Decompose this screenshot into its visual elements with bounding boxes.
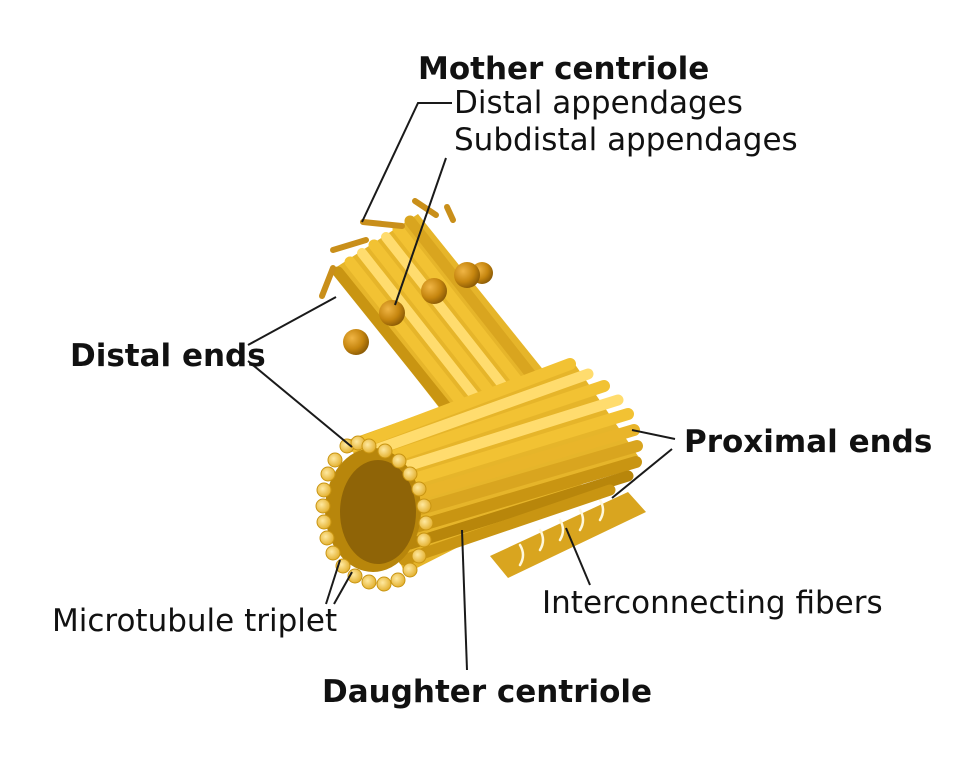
label-interconnecting-fibers: Interconnecting fibers: [542, 585, 883, 621]
label-microtubule-triplet: Microtubule triplet: [52, 603, 337, 639]
label-mother-centriole: Mother centriole: [418, 51, 709, 87]
leader-distal-ends-upper: [247, 296, 337, 346]
label-distal-ends: Distal ends: [70, 338, 266, 374]
leader-proximal-ends-upper: [631, 429, 676, 440]
label-proximal-ends: Proximal ends: [684, 424, 932, 460]
leader-distal-appendages: [361, 102, 452, 223]
daughter-centriole: [315, 358, 643, 592]
label-daughter-centriole: Daughter centriole: [322, 674, 652, 710]
subdistal-appendages: [343, 262, 493, 355]
label-subdistal-appendages: Subdistal appendages: [454, 122, 798, 158]
leader-interconnecting-fibers: [565, 527, 591, 586]
leader-microtubule-triplet-2: [333, 571, 353, 605]
daughter-microtubules: [346, 358, 643, 566]
leader-subdistal-appendages: [394, 157, 447, 306]
mother-centriole: [319, 198, 545, 430]
leader-daughter-centriole: [461, 529, 468, 671]
mother-microtubules: [332, 215, 538, 430]
leader-distal-ends-lower: [247, 360, 353, 448]
leader-microtubule-triplet: [325, 559, 341, 605]
distal-appendages: [319, 198, 456, 299]
label-distal-appendages: Distal appendages: [454, 85, 743, 121]
interconnecting-fibers: [518, 498, 605, 567]
leader-lines: [247, 102, 676, 671]
leader-proximal-ends-lower: [611, 448, 673, 499]
microtubule-triplet-ends: [315, 435, 434, 592]
